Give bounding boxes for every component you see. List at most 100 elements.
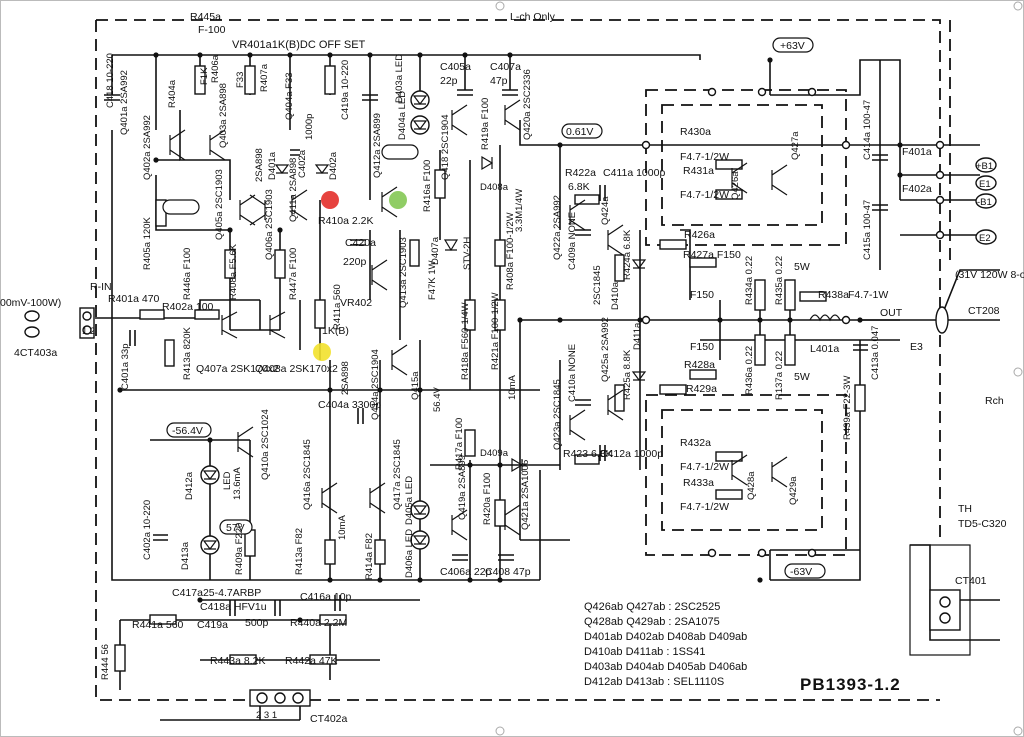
lbl-ct401: CT401 [955,575,987,587]
connector-ct402a [249,689,311,707]
lbl-rch: Rch [985,395,1004,407]
lbl-q423a: Q423a 2SC1845 [552,379,563,450]
note-line-2: Q428ab Q429ab : 2SA1075 [584,616,720,628]
lbl-r137a: R137a 0.22 [774,351,785,400]
lbl-c47p: 47p [490,75,508,87]
lbl-q422a: Q422a 2SA992 [552,195,563,260]
lbl-d404a: D404a LED [397,91,408,140]
lbl-vr401: VR401a1K(B)DC OFF SET [232,39,366,51]
lbl-f100: F-100 [198,24,226,36]
lbl-r401a: R401a 470 [108,293,160,305]
lbl-r420a: R420a F100 [482,473,493,525]
marker-red [321,191,339,209]
lbl-r416a: R416a F100 [422,160,433,212]
lbl-r409a: R409a F220 [234,523,245,575]
badge-564-left [166,422,212,438]
lbl-r33m: 3.3M1/4W [514,189,525,232]
lbl-stv2h: STV-2H [462,237,473,270]
lbl-d413a: D413a [180,541,191,570]
marker-yellow [313,343,331,361]
output-terminals [975,157,997,245]
lbl-r413a-b: R413a F82 [294,528,305,575]
lbl-d405a: D405a LED [404,476,415,525]
lbl-q417a: Q417a 2SC1845 [392,439,403,510]
lbl-r432a: R432a [680,437,711,449]
resize-handle-right[interactable] [1013,367,1023,377]
lbl-f150-b: F150 [690,341,714,353]
lbl-f47-3: F4.7-1/2W [680,461,729,473]
lbl-r429a: R429a [686,383,717,395]
lbl-c402: C402a [297,149,308,178]
lbl-d410a: D410a [610,281,621,310]
lbl-r430a: R430a [680,126,711,138]
lbl-d407a: D407a [430,236,441,265]
note-line-6: D412ab D413ab : SEL1110S [584,676,724,688]
transistors [169,99,788,541]
lbl-q420a: Q420a 2SC2336 [522,69,533,140]
lbl-r445a: R445a [190,11,221,23]
badge-57 [219,519,253,535]
badge-pos63 [772,37,814,53]
lbl-r433a: R433a [683,477,714,489]
lbl-c415a: C415a 100-47 [862,200,873,260]
lbl-r447a: R447a F100 [288,248,299,300]
lbl-f402a: F402a [902,183,932,195]
lbl-out-b1p: +B1 [976,161,993,172]
lbl-q424a: Q424a [600,196,611,225]
lbl-r443a: R443a 8.2K [210,655,265,667]
lbl-r428a: R428a [684,359,715,371]
lbl-q401a: Q401a 2SA992 [119,70,130,135]
lbl-f150: F150 [690,289,714,301]
lbl-d409a: D409a [480,448,509,459]
lbl-r405a: R405a 120K [142,217,153,270]
lbl-c419a: C419a 10-220 [340,60,351,120]
lbl-r419a: R419a F100 [480,98,491,150]
lbl-q410-2sc: 2SC1845 [592,265,603,305]
lbl-c408: C408 47p [485,566,531,578]
diodes [200,90,647,555]
lbl-c411a: C411a 1000p [603,167,665,179]
lbl-r442a: R442a 47K [285,655,338,667]
lbl-d403a: D403a LED [394,54,405,103]
resize-handle-bottom[interactable] [495,726,505,736]
lbl-r402a: R402a 100 [162,301,214,313]
lbl-r422a: R422a [565,167,596,179]
lbl-q402a: Q402a 2SA992 [142,115,153,180]
lbl-ct403a-pins: 1 2 [82,326,95,337]
resize-handle-top-right[interactable] [1013,1,1023,11]
lbl-vr402: VR402 [340,297,372,309]
lbl-r424a: R424a 6.8K [622,229,633,280]
lbl-r409: F47K 1W [427,260,438,300]
resize-handle-top[interactable] [495,1,505,11]
lbl-r444: R444 56 [100,644,111,680]
lbl-q416a: Q416a 2SC1845 [302,439,313,510]
lbl-out: OUT [880,307,903,319]
junction-dots [117,52,903,623]
lbl-f47-4: F4.7-1/2W [680,501,729,513]
lbl-r414a: R414a F82 [364,533,375,580]
lbl-r418a: R418a F560-1/4W [460,302,471,380]
lbl-q414a: Q414a 2SC1904 [370,349,381,420]
output-stage-upper [645,89,847,246]
lbl-r5w-b: 5W [794,371,810,383]
lbl-vr-1k: 1K(B) [322,325,349,337]
lbl-c409a: C409a NONE [567,212,578,270]
lbl-d408a: D408a [480,182,509,193]
resize-handle-bottom-right[interactable] [1013,726,1023,736]
lbl-f47-1w: F4.7-1W [848,289,888,301]
lbl-led-a: LED [222,471,233,490]
lbl-d412a: D412a [184,471,195,500]
lbl-c417a: C417a25-4.7ARBP [172,587,261,599]
lbl-q416a-898: 2SA898 [340,361,351,395]
lbl-r421a: R421a F100-1/2W [490,292,501,370]
lbl-r439a: R439a F22-3W [842,376,853,440]
note-line-5: D403ab D404ab D405ab D406ab [584,661,747,673]
title-lch: L-ch Only [510,11,556,23]
lbl-r423: R423 6.8K [563,448,613,460]
lbl-c404a: C404a 3300p [318,399,381,411]
lbl-ct208: CT208 [968,305,1000,317]
lbl-r408-56k: R408a F5.6K [228,243,239,300]
lbl-c419a-b: C419a [197,619,228,631]
lbl-f47-1: F4.7-1/2W [680,151,729,163]
